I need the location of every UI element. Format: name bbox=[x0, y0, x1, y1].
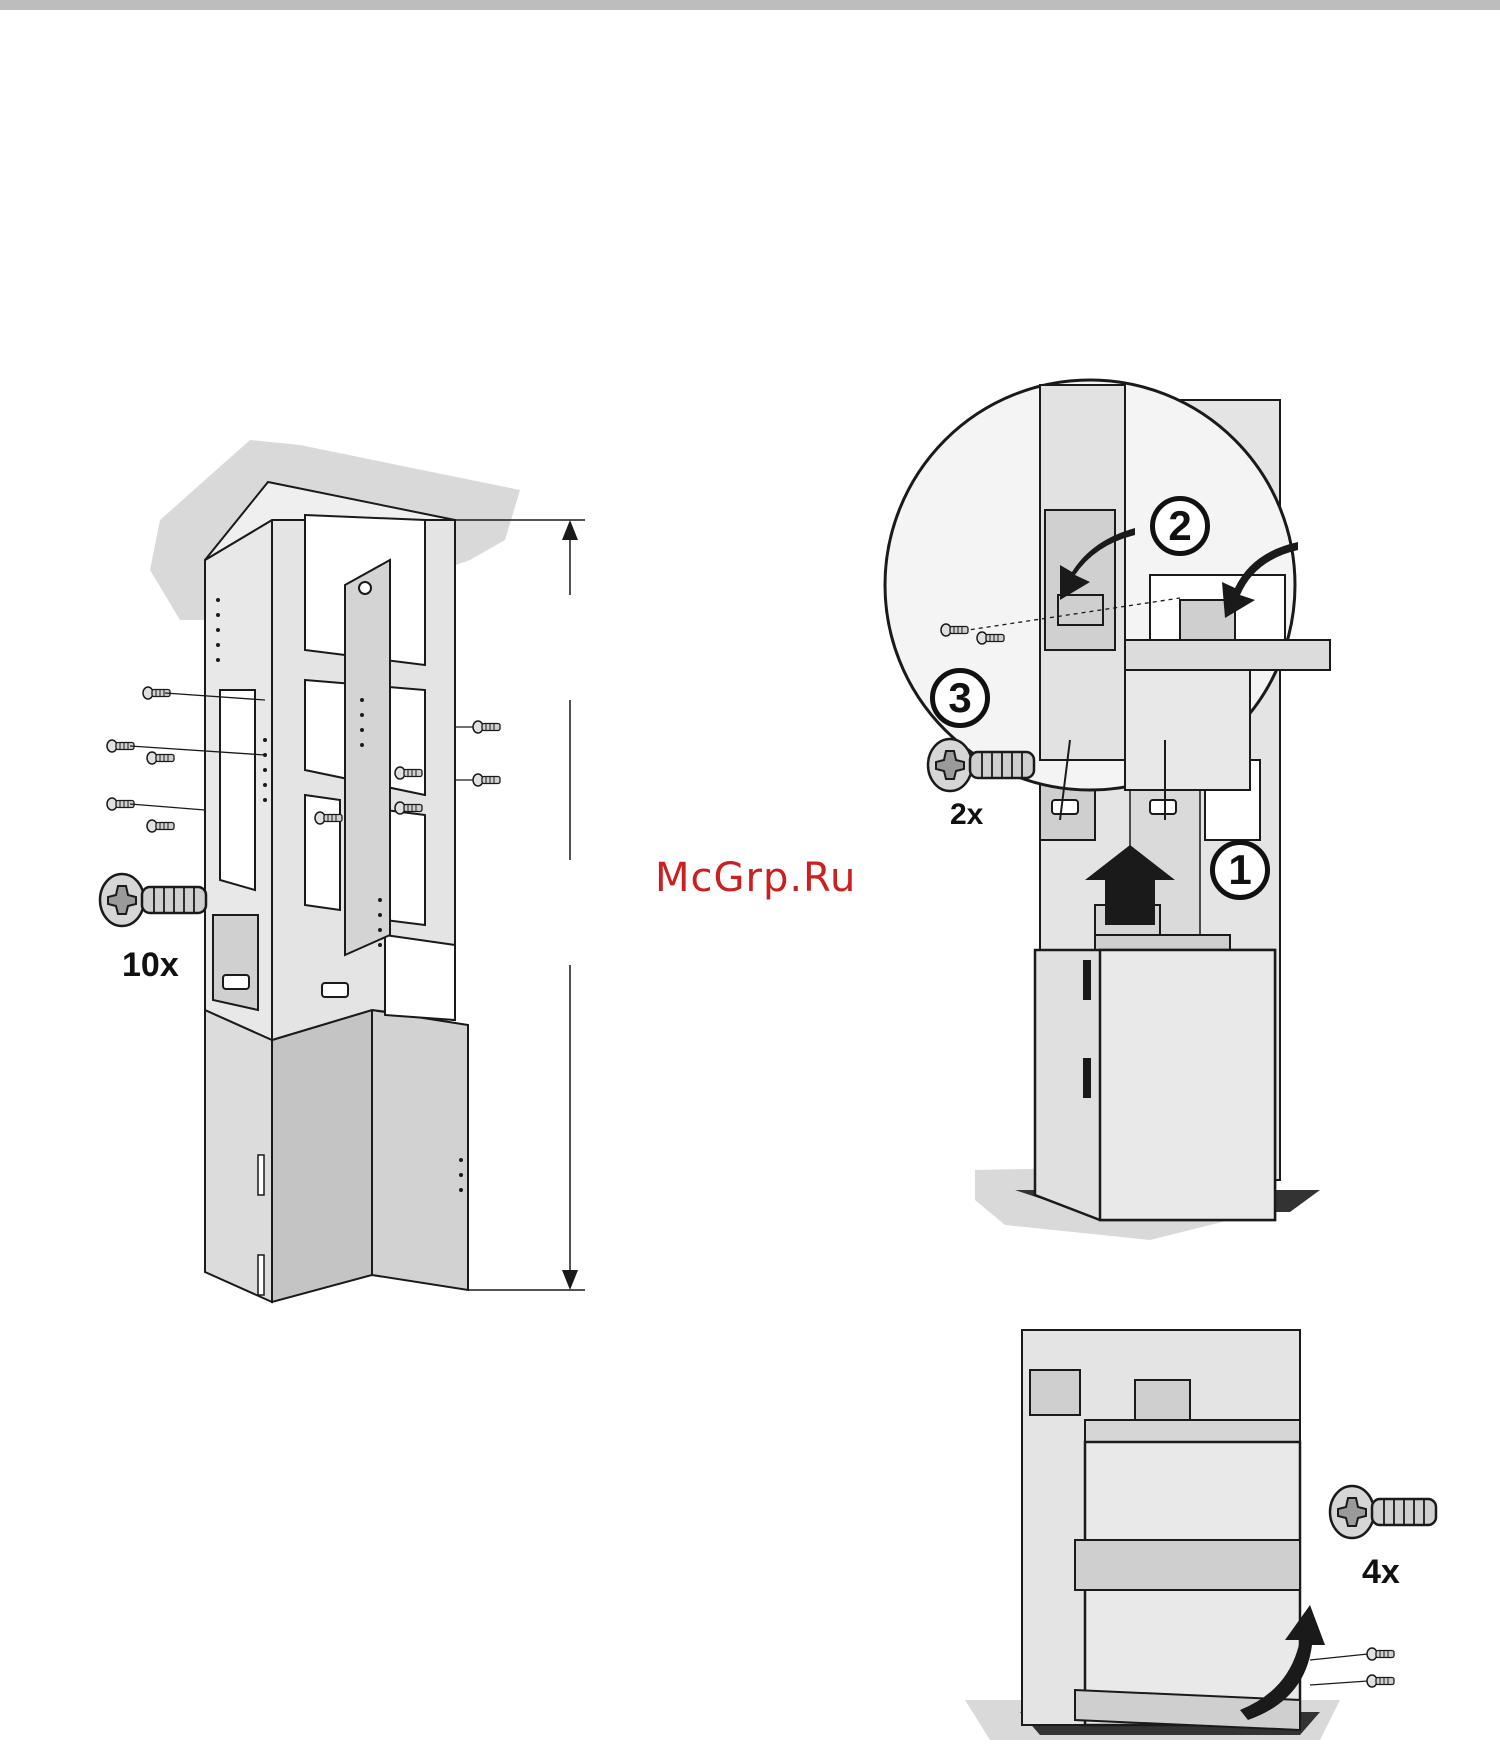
step-badge-2: 2 bbox=[1150, 496, 1210, 556]
screw-count-bottom: 4x bbox=[1362, 1555, 1400, 1589]
left-duct-frame bbox=[150, 440, 520, 1302]
step-badge-3: 3 bbox=[930, 668, 990, 728]
double-arrow-dimension-icon bbox=[455, 520, 585, 1290]
bottom-right-duct bbox=[965, 1330, 1394, 1740]
torx-screw-icon bbox=[1330, 1486, 1436, 1538]
screw-count-middle: 2x bbox=[950, 800, 983, 830]
step-badge-1: 1 bbox=[1210, 840, 1270, 900]
watermark: McGrp.Ru bbox=[655, 855, 856, 901]
screw-count-left: 10x bbox=[122, 948, 179, 982]
torx-screw-icon bbox=[100, 874, 206, 926]
